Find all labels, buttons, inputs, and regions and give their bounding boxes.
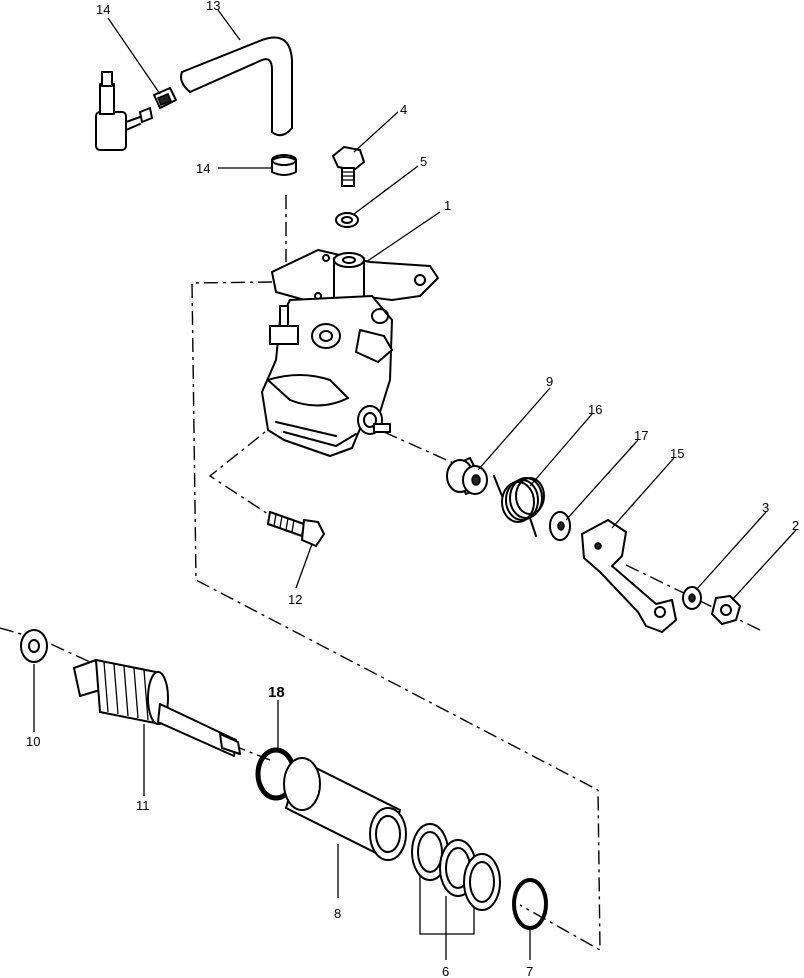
callout-10: 10 bbox=[26, 734, 40, 749]
shim-set bbox=[411, 823, 501, 911]
thrust-washer bbox=[549, 511, 571, 541]
sleeve-bushing bbox=[283, 757, 407, 861]
callout-4: 4 bbox=[400, 102, 407, 117]
callout-8: 8 bbox=[334, 906, 341, 921]
mounting-screw bbox=[267, 511, 325, 547]
oil-pump-body bbox=[261, 249, 439, 457]
leader-lines bbox=[33, 9, 797, 960]
drive-washer bbox=[20, 629, 48, 663]
callout-14-lower: 14 bbox=[196, 161, 210, 176]
hose bbox=[180, 36, 293, 137]
banjo-bolt bbox=[332, 146, 365, 187]
callout-9: 9 bbox=[546, 374, 553, 389]
drive-gear-shaft bbox=[73, 659, 241, 757]
callout-12: 12 bbox=[288, 592, 302, 607]
callout-7: 7 bbox=[526, 964, 533, 978]
hose-clamp-lower bbox=[271, 154, 297, 176]
snap-ring bbox=[512, 878, 548, 930]
callout-labels: 14 13 14 4 5 1 9 16 17 15 3 2 12 10 11 1… bbox=[26, 0, 799, 978]
hose-fitting bbox=[95, 71, 153, 151]
sealing-washer bbox=[335, 212, 359, 228]
callout-2: 2 bbox=[792, 518, 799, 533]
shaft-collar bbox=[446, 457, 488, 495]
callout-14-upper: 14 bbox=[96, 2, 110, 17]
callout-13: 13 bbox=[206, 0, 220, 13]
callout-16: 16 bbox=[588, 402, 602, 417]
callout-11: 11 bbox=[136, 798, 150, 813]
control-lever bbox=[581, 519, 677, 633]
return-spring bbox=[493, 475, 545, 537]
callout-6: 6 bbox=[442, 964, 449, 978]
callout-5: 5 bbox=[420, 154, 427, 169]
callout-17: 17 bbox=[634, 428, 648, 443]
lever-washer bbox=[682, 586, 702, 610]
callout-18: 18 bbox=[268, 684, 285, 701]
callout-1: 1 bbox=[444, 198, 451, 213]
callout-3: 3 bbox=[762, 500, 769, 515]
callout-15: 15 bbox=[670, 446, 684, 461]
lever-nut bbox=[711, 595, 741, 625]
